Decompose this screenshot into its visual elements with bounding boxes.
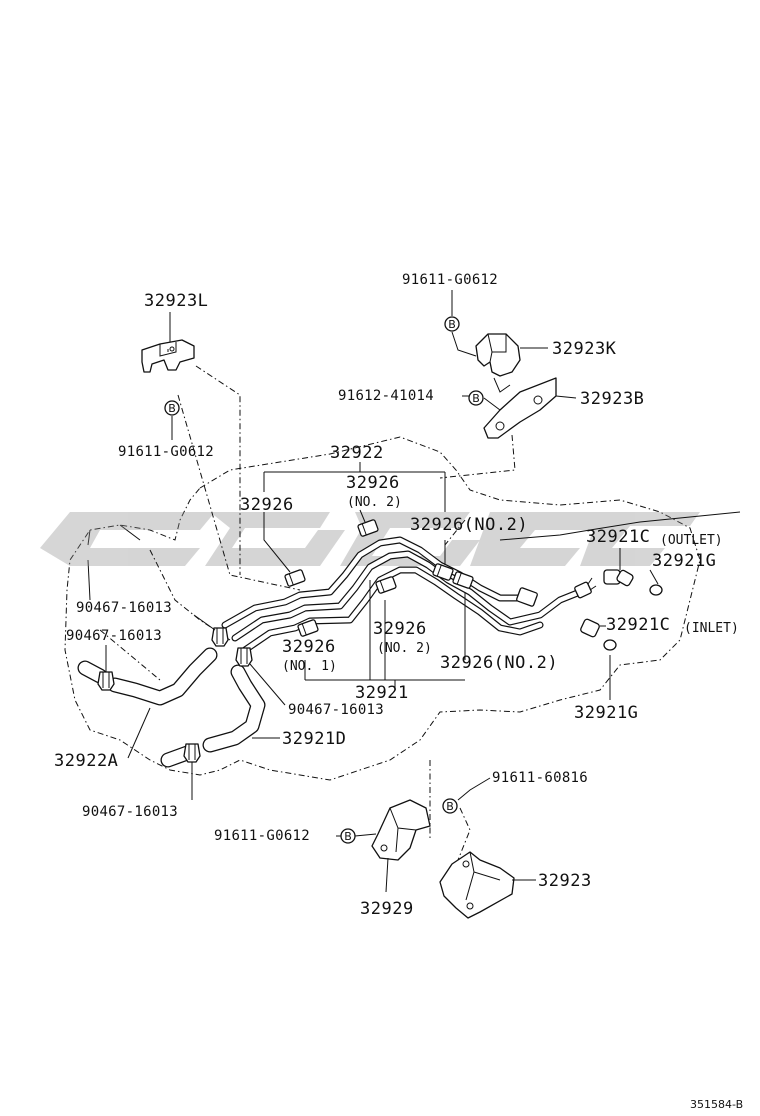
label-32922: 32922 <box>330 443 384 463</box>
label-32922A: 32922A <box>54 751 118 771</box>
svg-text:B: B <box>446 800 454 813</box>
clip-4 <box>183 743 201 763</box>
label-32926-e-sub: (NO. 2) <box>377 641 432 656</box>
label-91612-41014: 91612-41014 <box>338 388 434 404</box>
clip-1 <box>211 627 229 647</box>
label-32926-b: 32926 <box>346 473 400 493</box>
clip-3 <box>235 647 253 667</box>
label-91611-60816: 91611-60816 <box>492 770 588 786</box>
bolt-marker-3: B <box>468 390 484 406</box>
label-90467-16013-c: 90467-16013 <box>288 702 384 718</box>
grommets <box>284 519 474 637</box>
bolt-marker-5: B <box>340 828 356 844</box>
svg-text:B: B <box>472 392 480 405</box>
bracket-32929 <box>371 799 431 861</box>
part-labels: 32923L 91611-G0612 91611-G0612 32923K 91… <box>54 272 743 1111</box>
svg-text:B: B <box>448 318 456 331</box>
bracket-32923L <box>141 339 195 373</box>
label-32921G-b: 32921G <box>574 703 638 723</box>
label-32926-a: 32926 <box>240 495 294 515</box>
label-32921C-outlet-sub: (OUTLET) <box>660 533 723 548</box>
label-32921G-a: 32921G <box>652 551 716 571</box>
label-32921C-inlet-sub: (INLET) <box>684 621 739 636</box>
label-90467-16013-b: 90467-16013 <box>66 628 162 644</box>
bracket-32923B <box>483 377 557 439</box>
clip-2 <box>97 671 115 691</box>
grommet-5 <box>375 576 397 594</box>
grommet-3 <box>432 563 454 581</box>
label-32921D: 32921D <box>282 729 346 749</box>
grommet-1 <box>284 569 306 587</box>
label-32926-b-sub: (NO. 2) <box>347 495 402 510</box>
label-32921: 32921 <box>355 683 409 703</box>
union-fittings <box>580 569 663 651</box>
label-32926-d-sub: (NO. 1) <box>282 659 337 674</box>
bolt-markers: B B B B B <box>164 316 484 844</box>
label-32921C-outlet: 32921C <box>586 527 650 547</box>
label-32921C-inlet: 32921C <box>606 615 670 635</box>
watermark-logo <box>40 512 700 566</box>
hose-clips <box>97 627 253 763</box>
label-90467-16013-a: 90467-16013 <box>76 600 172 616</box>
transmission-housing-outline <box>64 436 701 781</box>
label-32923: 32923 <box>538 871 592 891</box>
label-91611-G0612-top: 91611-G0612 <box>402 272 498 288</box>
bracket-32923K <box>475 333 521 377</box>
grommet-6 <box>297 619 319 637</box>
label-32923L: 32923L <box>144 291 208 311</box>
assembly-lines <box>99 365 516 881</box>
bolt-marker-2: B <box>164 400 180 416</box>
leader-lines <box>105 290 741 893</box>
label-32923B: 32923B <box>580 389 644 409</box>
label-32929: 32929 <box>360 899 414 919</box>
bolt-marker-4: B <box>442 798 458 814</box>
diagram-code: 351584-B <box>690 1098 743 1111</box>
gasket-inlet <box>603 639 617 651</box>
label-32926-e: 32926 <box>373 619 427 639</box>
label-32926-c: 32926(NO.2) <box>410 515 528 535</box>
gasket-outlet <box>649 584 663 596</box>
bracket-32923 <box>439 851 515 919</box>
svg-text:B: B <box>168 402 176 415</box>
bolt-marker-1: B <box>444 316 460 332</box>
label-91611-G0612-bottom: 91611-G0612 <box>214 828 310 844</box>
label-90467-16013-d: 90467-16013 <box>82 804 178 820</box>
label-32926-f: 32926(NO.2) <box>440 653 558 673</box>
union-inlet <box>580 618 600 638</box>
union-outlet <box>603 569 634 587</box>
svg-text:B: B <box>344 830 352 843</box>
label-91611-G0612-left: 91611-G0612 <box>118 444 214 460</box>
label-32923K: 32923K <box>552 339 617 359</box>
grommet-4 <box>452 571 474 589</box>
grommet-2 <box>357 519 379 537</box>
pipe-assembly <box>221 536 597 654</box>
label-32926-d: 32926 <box>282 637 336 657</box>
hose-assembly <box>77 647 266 768</box>
